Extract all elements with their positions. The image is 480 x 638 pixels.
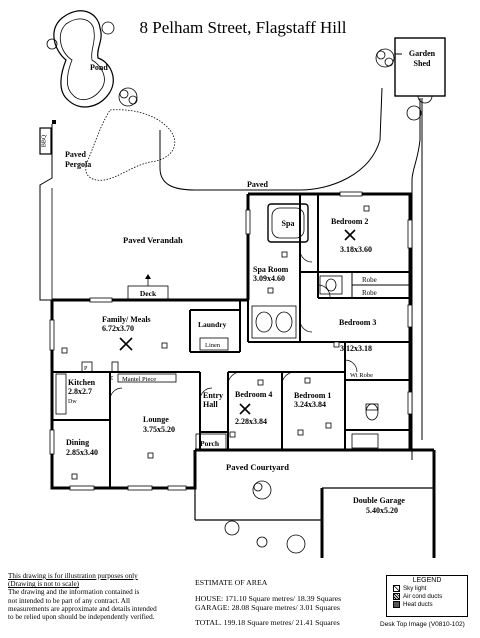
mantel-piece [117,373,177,383]
entry-label-1: Entry [203,391,223,400]
lounge-size: 3.75x5.20 [143,425,175,434]
bedroom4-name: Bedroom 4 [235,390,272,399]
spa-room-size: 3.09x4.60 [253,274,285,283]
disclaimer-line-2: (Drawing is not to scale) [8,580,80,589]
garden-shed: Garden Shed [394,37,446,97]
legend-item: Air cond ducts [393,593,467,600]
bedroom1-size: 3.24x3.84 [294,400,326,409]
footer-caption: Desk Top Image (V0810-102) [380,621,465,628]
bedroom3-size: 3.12x3.18 [340,344,372,353]
paved-path [159,87,383,191]
legend-label: Air cond ducts [403,593,443,600]
fridge-label: Fr [109,375,115,380]
disclaimer: This drawing is for illustration purpose… [8,572,188,621]
bedroom4-size: 2.28x3.84 [235,417,267,426]
family-name: Family/ Meals [102,315,151,324]
ceiling-fan-icon [119,229,356,415]
svg-text:Shed: Shed [414,59,431,68]
garage-name: Double Garage [353,496,405,505]
estimate-heading: ESTIMATE OF AREA [195,578,268,587]
house-walls [50,192,412,490]
bedroom3-name: Bedroom 3 [339,318,376,327]
disclaimer-line-1: This drawing is for illustration purpose… [8,572,138,580]
pergola-paving [85,109,176,181]
svg-text:BBQ: BBQ [42,134,48,147]
garage-walls [320,448,436,558]
legend: LEGEND Sky light Air cond ducts Heat duc… [386,575,468,617]
entry-label-2: Hall [203,400,218,409]
area-estimate: ESTIMATE OF AREA HOUSE: 171.10 Square me… [195,578,341,627]
paved-path-right [411,98,421,460]
estimate-total: TOTAL. 199.18 Square metres/ 21.41 Squar… [195,617,340,627]
pond-label: Pond [90,63,108,72]
bbq: BBQ [39,127,52,155]
wi-robe-label: Wi Robe [350,372,373,379]
svg-text:Paved Verandah: Paved Verandah [123,235,183,245]
dining-name: Dining [66,438,89,447]
porch [195,433,227,451]
disclaimer-text: to be relied upon should be independentl… [8,613,155,622]
legend-label: Heat ducts [403,601,433,608]
estimate-garage: GARAGE: 28.08 Square metres/ 3.01 Square… [195,603,340,612]
disclaimer-text: measurements are approximate and details… [8,604,157,613]
plant-icon [46,21,433,554]
paved-pergola-label-2: Pergola [65,160,91,169]
svg-text:Deck: Deck [140,289,157,298]
spa: Spa [267,203,309,243]
legend-title: LEGEND [412,577,442,584]
plan-title: 8 Pelham Street, Flagstaff Hill [140,18,347,37]
svg-text:Spa: Spa [282,219,295,228]
linen-label: Linen [205,342,221,349]
windows [49,191,413,491]
kitchen-fixtures [55,361,119,415]
door-swings [109,249,358,401]
legend-label: Sky light [403,585,427,592]
verandah: Paved Verandah [51,188,248,301]
deck: Deck [127,274,169,301]
dw-label: Dw [68,399,77,405]
robe-b-label: Robe [362,289,377,297]
paved-outline [39,124,53,301]
spa-room-name: Spa Room [253,265,289,274]
courtyard-label: Paved Courtyard [226,462,289,472]
lounge-name: Lounge [143,415,169,424]
interior-walls [52,194,410,488]
pergola-post [52,120,56,124]
kitchen-size: 2.8x2.7 [68,387,92,396]
bedroom2-size: 3.18x3.60 [340,245,372,254]
laundry-label: Laundry [198,320,227,329]
pond: Pond [53,10,114,108]
skylight-icon [393,585,400,592]
paved-label: Paved [247,180,268,189]
legend-item: Sky light [393,585,467,592]
svg-text:Garden: Garden [409,49,436,58]
disclaimer-text: not intended to be part of any contract.… [8,596,130,605]
pantry-label: P [84,366,88,372]
disclaimer-text: The drawing and the information containe… [8,588,140,597]
family-size: 6.72x3.70 [102,324,134,333]
heat-duct-icon [393,601,400,608]
robe-a-label: Robe [362,276,377,284]
bathroom-fixtures [251,275,379,449]
garage-size: 5.40x5.20 [366,506,398,515]
legend-item: Heat ducts [393,601,467,608]
aircon-duct-icon [393,593,400,600]
mantel-label: Mantel Piece [122,376,156,383]
bedroom2-name: Bedroom 2 [331,217,368,226]
kitchen-name: Kitchen [68,378,96,387]
bedroom1-name: Bedroom 1 [294,391,331,400]
porch-label: Porch [200,439,220,448]
estimate-house: HOUSE: 171.10 Square metres/ 18.39 Squar… [195,593,342,603]
dining-size: 2.85x3.40 [66,448,98,457]
paved-pergola-label-1: Paved [65,150,86,159]
heat-duct-icon [61,205,370,480]
